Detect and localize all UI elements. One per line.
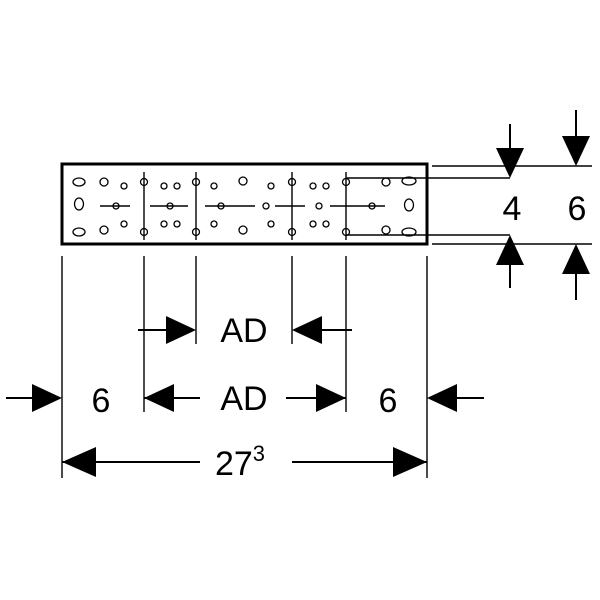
total-width-label: 273 xyxy=(215,441,265,483)
right-margin-label: 6 xyxy=(379,382,398,420)
slot xyxy=(401,176,417,186)
hole xyxy=(267,220,275,228)
hole xyxy=(120,220,128,228)
hole xyxy=(322,182,330,190)
hole xyxy=(309,220,317,228)
hole xyxy=(160,182,168,190)
plate-holes xyxy=(72,176,417,237)
hole xyxy=(267,182,275,190)
hole xyxy=(315,202,323,210)
hole xyxy=(210,220,218,228)
plate-centerlines xyxy=(100,172,385,240)
hole xyxy=(238,225,248,235)
slot xyxy=(401,227,417,237)
dimension-ad-inner: AD xyxy=(138,312,352,350)
inner-height-label: 4 xyxy=(503,190,522,228)
hole xyxy=(160,220,168,228)
dimension-outer-height: 6 xyxy=(562,110,590,300)
extension-lines xyxy=(61,256,428,478)
slot xyxy=(72,177,86,187)
hole xyxy=(381,225,391,235)
hole xyxy=(173,182,181,190)
dimension-inner-height: 4 xyxy=(496,124,524,288)
dimension-total-width: 273 xyxy=(62,441,427,483)
hole xyxy=(99,225,109,235)
hole xyxy=(210,182,218,190)
dimension-right-margin: 6 xyxy=(379,382,484,420)
hole xyxy=(381,177,391,187)
ad-inner-label: AD xyxy=(220,312,267,350)
hole xyxy=(262,202,270,210)
hole xyxy=(309,182,317,190)
left-margin-label: 6 xyxy=(92,382,111,420)
outer-height-label: 6 xyxy=(568,190,587,228)
slot xyxy=(72,227,86,237)
dimension-left-margin: 6 xyxy=(6,382,110,420)
hole xyxy=(238,176,248,186)
dimension-ad-outer: AD xyxy=(144,380,346,418)
slot xyxy=(403,198,415,212)
ad-outer-label: AD xyxy=(220,380,267,418)
hole xyxy=(322,220,330,228)
slot xyxy=(73,197,85,211)
hole xyxy=(120,182,128,190)
hole xyxy=(99,177,109,187)
hole xyxy=(173,220,181,228)
